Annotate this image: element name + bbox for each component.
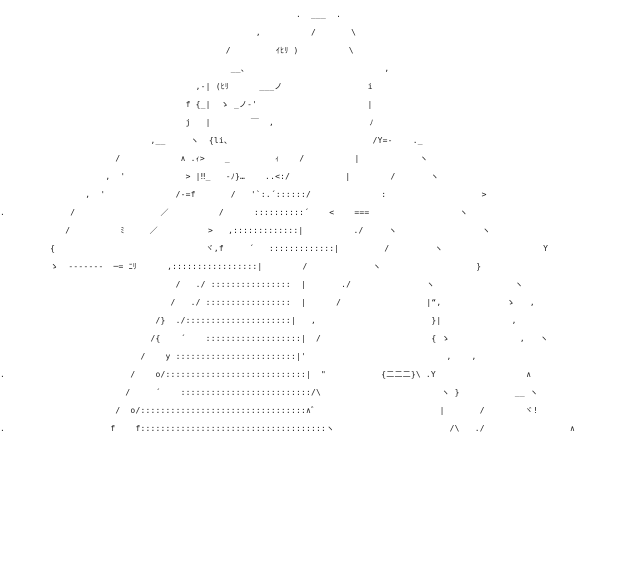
ascii-line: , ' /‐=f / '`:.´::::::/ : > [0,190,487,199]
ascii-line: /} ./:::::::::::::::::::::| , }| , [0,316,517,325]
ascii-art-text: . ___ . , / \ / ｲﾋﾘ ) \ [0,6,575,438]
ascii-line: /{ ´ :::::::::::::::::::| / { ゝ , ヽ [0,334,549,343]
ascii-line: . ___ . [0,10,342,19]
ascii-line: ゝ ------- ─= ﾆﾘ ,:::::::::::::::::| / ヽ … [0,262,482,271]
ascii-line: / ﾐ ／ > ,:::::::::::::| ./ ヽ ヽ [0,226,491,235]
ascii-line: { ヾ,f ´ :::::::::::::| / ヽ Y [0,244,549,253]
ascii-line: / ./ :::::::::::::::: | ./ ヽ ヽ [0,280,524,289]
ascii-line: . / o/::::::::::::::::::::::::::::| " {二… [0,370,532,379]
ascii-line: / o/:::::::::::::::::::::::::::::::::∧゛ … [0,406,539,415]
ascii-line: / ./ ::::::::::::::::: | / |“, ゝ , [0,298,535,307]
ascii-line: . f f:::::::::::::::::::::::::::::::::::… [0,424,576,433]
ascii-line: , / \ [0,28,357,37]
ascii-line: __、 , [0,64,390,73]
ascii-line: / ´ ::::::::::::::::::::::::::/\ ヽ } __ … [0,388,539,397]
ascii-line: f {_| ゝ _ノ‐' | [0,100,373,109]
ascii-line: j | ￣ , ﾉ [0,118,374,127]
ascii-line: ,‐| (ﾋﾘ ___ノ i [0,82,373,91]
ascii-line: / ｲﾋﾘ ) \ [0,46,354,55]
ascii-line: / y ::::::::::::::::::::::::|' , , [0,352,477,361]
ascii-line: / ∧ .ｨ> _ ｨ / | ヽ [0,154,428,163]
ascii-line: ,__ ヽ {li、 /Y=- ._ [0,136,423,145]
ascii-line: , ' > |‼_ ‐ﾉ}… ..<:/ | / ヽ [0,172,439,181]
ascii-line: . / ／ / ::::::::::´ < === ヽ [0,208,468,217]
